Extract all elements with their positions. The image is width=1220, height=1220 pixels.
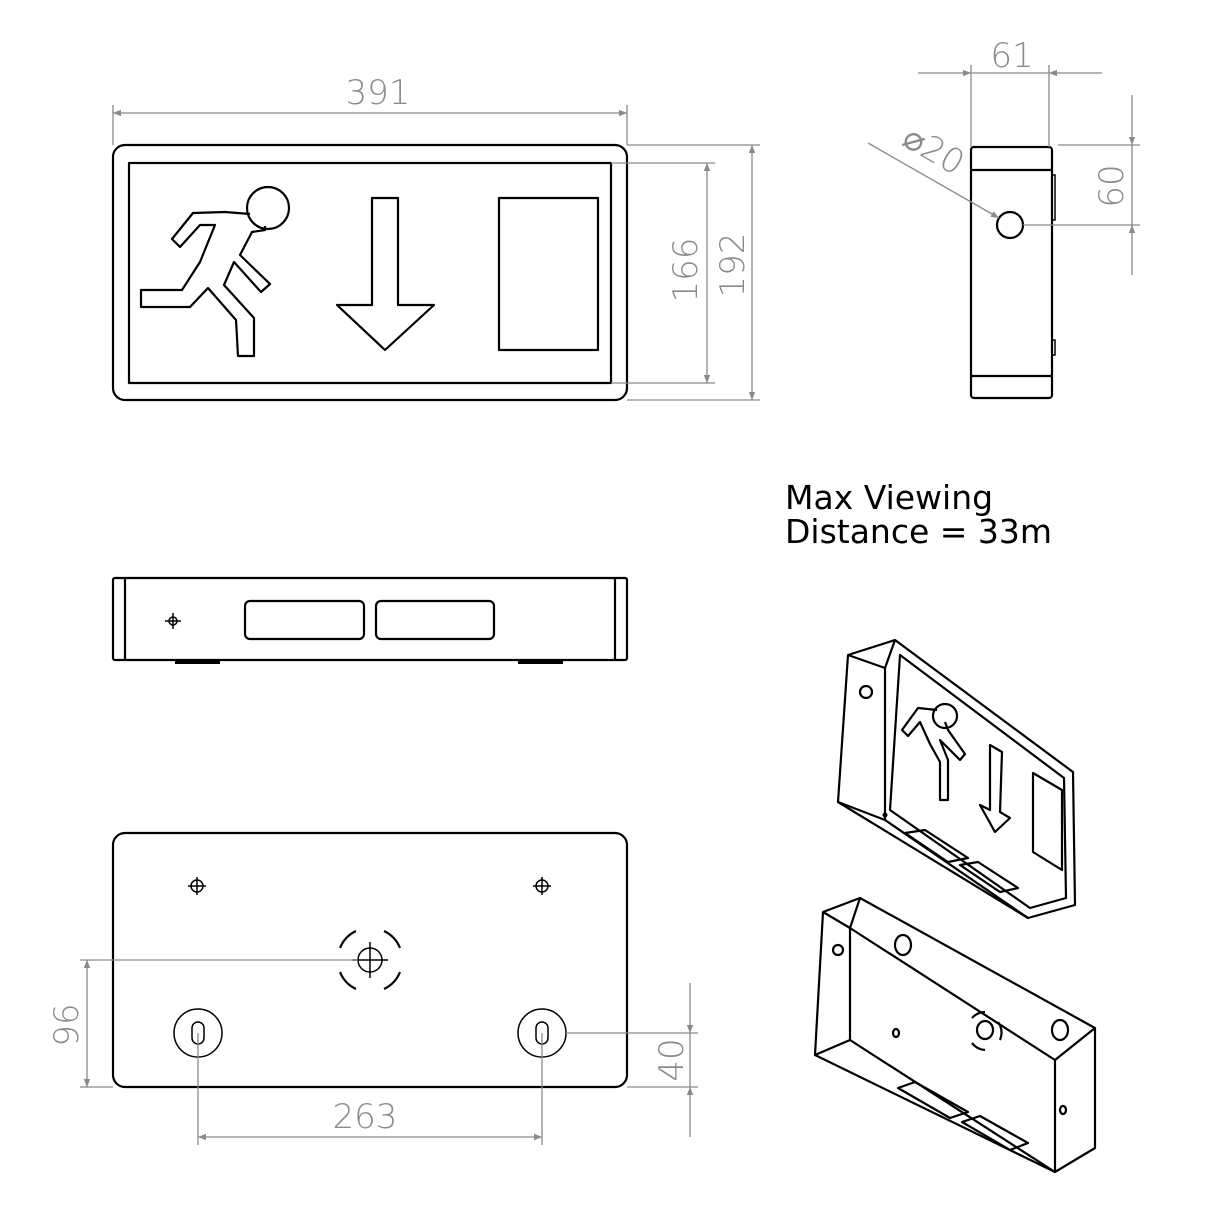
dim-391: 391 — [346, 73, 411, 113]
front-view — [111, 143, 629, 402]
dim-61: 61 — [990, 36, 1033, 76]
dim-166: 166 — [666, 238, 706, 303]
side-view — [969, 145, 1056, 400]
side-dimensions — [867, 65, 1140, 275]
isometric-front-view — [836, 638, 1077, 920]
exit-panel — [497, 196, 600, 352]
dim-40: 40 — [652, 1038, 692, 1081]
dim-192: 192 — [713, 233, 753, 298]
rear-dimensions — [80, 959, 698, 1145]
dim-60: 60 — [1092, 164, 1132, 207]
note-line-1: Max Viewing — [785, 478, 993, 517]
top-view — [111, 576, 629, 664]
isometric-rear-view — [813, 896, 1097, 1174]
mounting-slots — [338, 930, 402, 990]
cable-entry-hole — [995, 210, 1025, 240]
arrow-down-icon — [335, 196, 436, 352]
front-dimensions — [112, 105, 760, 401]
dim-263: 263 — [333, 1097, 398, 1137]
note-line-2: Distance = 33m — [785, 512, 1052, 551]
dim-diameter-20: ⌀20 — [896, 117, 971, 184]
dim-96: 96 — [47, 1003, 87, 1046]
running-man-icon — [139, 185, 291, 358]
